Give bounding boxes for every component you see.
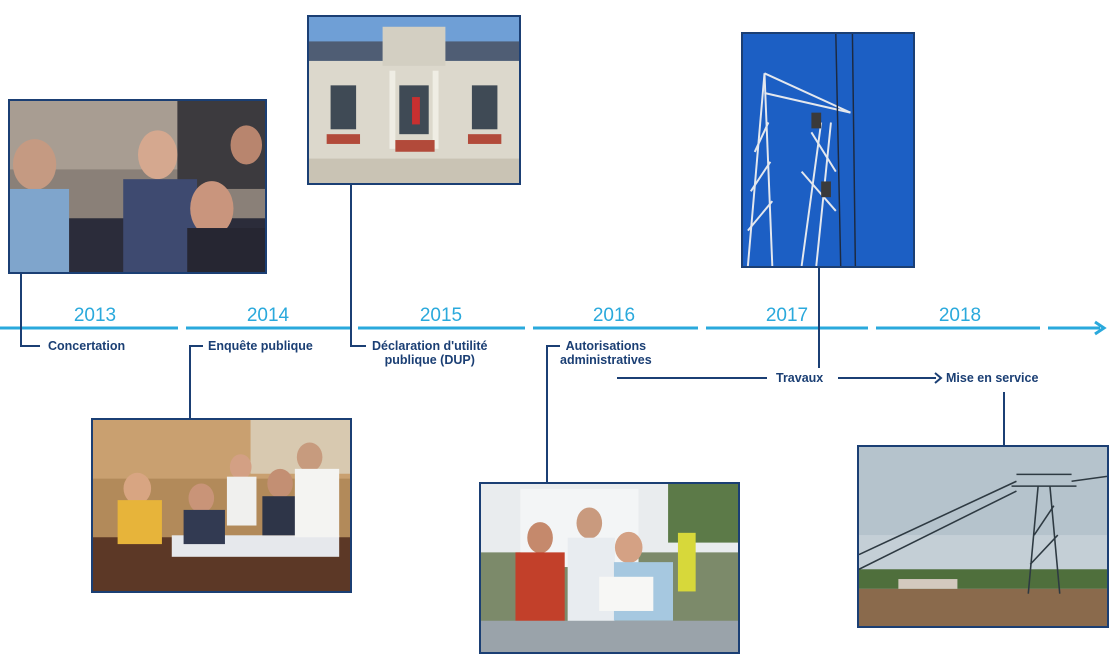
label-dup-line1: Déclaration d'utilité bbox=[372, 339, 488, 353]
connector-mise-en-service bbox=[1003, 392, 1005, 445]
connector-enquete-tick bbox=[189, 345, 203, 347]
year-2017: 2017 bbox=[765, 305, 809, 326]
photo-concertation-meeting bbox=[8, 99, 267, 274]
connector-concertation bbox=[20, 274, 22, 347]
connector-travaux-right bbox=[838, 377, 936, 379]
photo-enquete-map-review bbox=[91, 418, 352, 593]
year-2013: 2013 bbox=[73, 305, 117, 326]
connector-autorisations bbox=[546, 345, 548, 482]
label-autorisations-line1: Autorisations bbox=[565, 339, 647, 353]
photo-autorisations-site bbox=[479, 482, 740, 654]
connector-travaux-left bbox=[617, 377, 767, 379]
connector-enquete bbox=[189, 345, 191, 418]
year-2015: 2015 bbox=[419, 305, 463, 326]
photo-travaux-pylon bbox=[741, 32, 915, 268]
timeline-axis bbox=[0, 320, 1107, 336]
year-2014: 2014 bbox=[246, 305, 290, 326]
label-autorisations: Autorisations administratives bbox=[560, 339, 652, 367]
photo-mise-en-service-line bbox=[857, 445, 1109, 628]
connector-autorisations-tick bbox=[546, 345, 560, 347]
label-autorisations-line2: administratives bbox=[560, 353, 652, 367]
connector-concertation-tick bbox=[20, 345, 40, 347]
label-dup-line2: publique (DUP) bbox=[384, 353, 475, 367]
year-2018: 2018 bbox=[938, 305, 982, 326]
connector-dup bbox=[350, 185, 352, 347]
label-mise-en-service: Mise en service bbox=[946, 371, 1039, 385]
year-2016: 2016 bbox=[592, 305, 636, 326]
label-concertation: Concertation bbox=[48, 339, 126, 353]
arrow-right-icon bbox=[934, 372, 943, 384]
label-dup: Déclaration d'utilité publique (DUP) bbox=[372, 339, 488, 367]
connector-dup-tick bbox=[350, 345, 366, 347]
connector-travaux bbox=[818, 268, 820, 368]
label-enquete-publique: Enquête publique bbox=[208, 339, 313, 353]
arrow-head-icon bbox=[1094, 320, 1107, 336]
photo-dup-town-hall bbox=[307, 15, 521, 185]
label-travaux: Travaux bbox=[776, 371, 824, 385]
